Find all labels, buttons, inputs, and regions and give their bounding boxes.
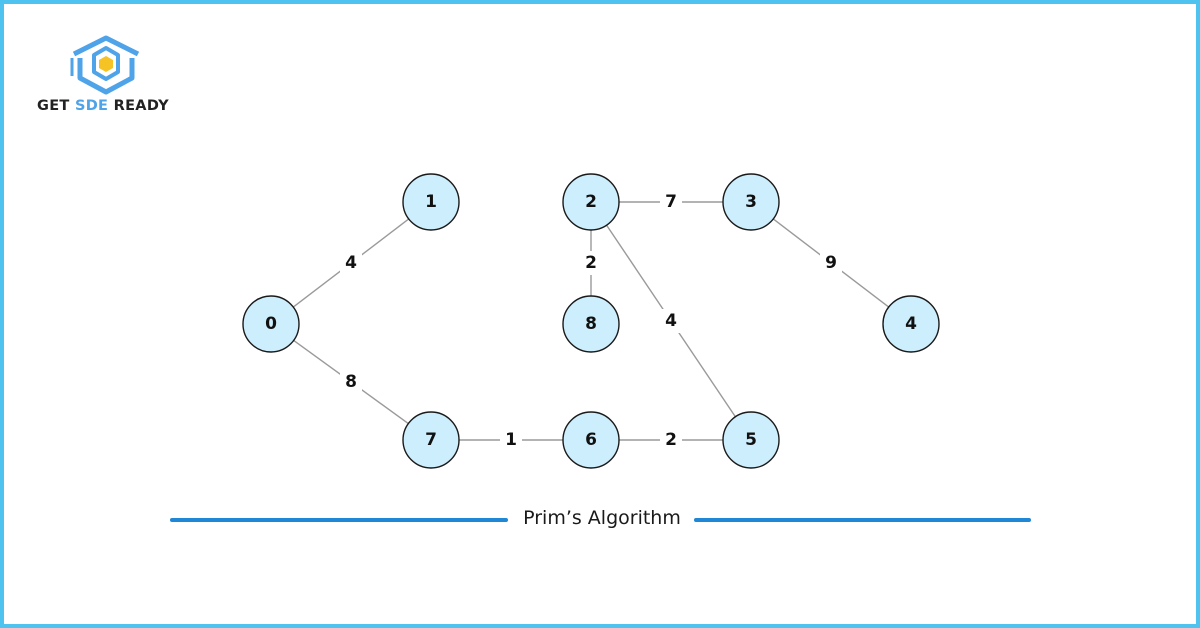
node-label-5: 5 xyxy=(745,430,757,450)
node-1: 1 xyxy=(402,173,460,231)
edge-weight-bg-2-8 xyxy=(580,251,602,275)
edge-weight-2-3: 7 xyxy=(665,192,677,212)
graduation-cap-hexagon-icon xyxy=(70,35,140,95)
node-circle-8 xyxy=(562,295,620,353)
node-label-7: 7 xyxy=(425,430,437,450)
node-8: 8 xyxy=(562,295,620,353)
edge-weight-7-6: 1 xyxy=(505,430,517,450)
node-circle-1 xyxy=(402,173,460,231)
node-4: 4 xyxy=(882,295,940,353)
edge-weight-bg-2-3 xyxy=(660,190,682,214)
brand-name-sde: SDE xyxy=(74,98,109,114)
brand-name-ready: READY xyxy=(113,98,169,114)
edge-weight-bg-7-6 xyxy=(500,428,522,452)
caption-rule-left xyxy=(170,518,508,522)
edge-weight-bg-3-4 xyxy=(820,251,842,275)
node-circle-2 xyxy=(562,173,620,231)
node-label-0: 0 xyxy=(265,314,277,334)
node-circle-5 xyxy=(722,411,780,469)
edge-weight-2-8: 2 xyxy=(585,253,597,273)
node-label-8: 8 xyxy=(585,314,597,334)
diagram-caption: Prim’s Algorithm xyxy=(523,507,681,529)
node-circle-3 xyxy=(722,173,780,231)
edge-weight-6-5: 2 xyxy=(665,430,677,450)
node-5: 5 xyxy=(722,411,780,469)
brand-name: GET SDE READY xyxy=(37,98,169,114)
node-circle-4 xyxy=(882,295,940,353)
edge-weight-bg-6-5 xyxy=(660,428,682,452)
node-circle-6 xyxy=(562,411,620,469)
edge-weight-0-7: 8 xyxy=(345,372,357,392)
node-label-2: 2 xyxy=(585,192,597,212)
node-2: 2 xyxy=(562,173,620,231)
node-label-1: 1 xyxy=(425,192,437,212)
node-0: 0 xyxy=(242,295,300,353)
node-3: 3 xyxy=(722,173,780,231)
edge-weight-3-4: 9 xyxy=(825,253,837,273)
brand-logo: GET SDE READY xyxy=(34,32,184,122)
edge-weight-bg-2-5 xyxy=(660,309,682,333)
node-circle-0 xyxy=(242,295,300,353)
node-circle-7 xyxy=(402,411,460,469)
edge-weight-bg-0-7 xyxy=(340,370,362,394)
edge-weight-0-1: 4 xyxy=(345,253,357,273)
caption-rule-right xyxy=(694,518,1031,522)
brand-name-get: GET xyxy=(37,98,70,114)
node-7: 7 xyxy=(402,411,460,469)
node-label-3: 3 xyxy=(745,192,757,212)
node-label-6: 6 xyxy=(585,430,597,450)
node-6: 6 xyxy=(562,411,620,469)
node-label-4: 4 xyxy=(905,314,917,334)
edge-weight-2-5: 4 xyxy=(665,311,677,331)
edge-weight-bg-0-1 xyxy=(340,251,362,275)
